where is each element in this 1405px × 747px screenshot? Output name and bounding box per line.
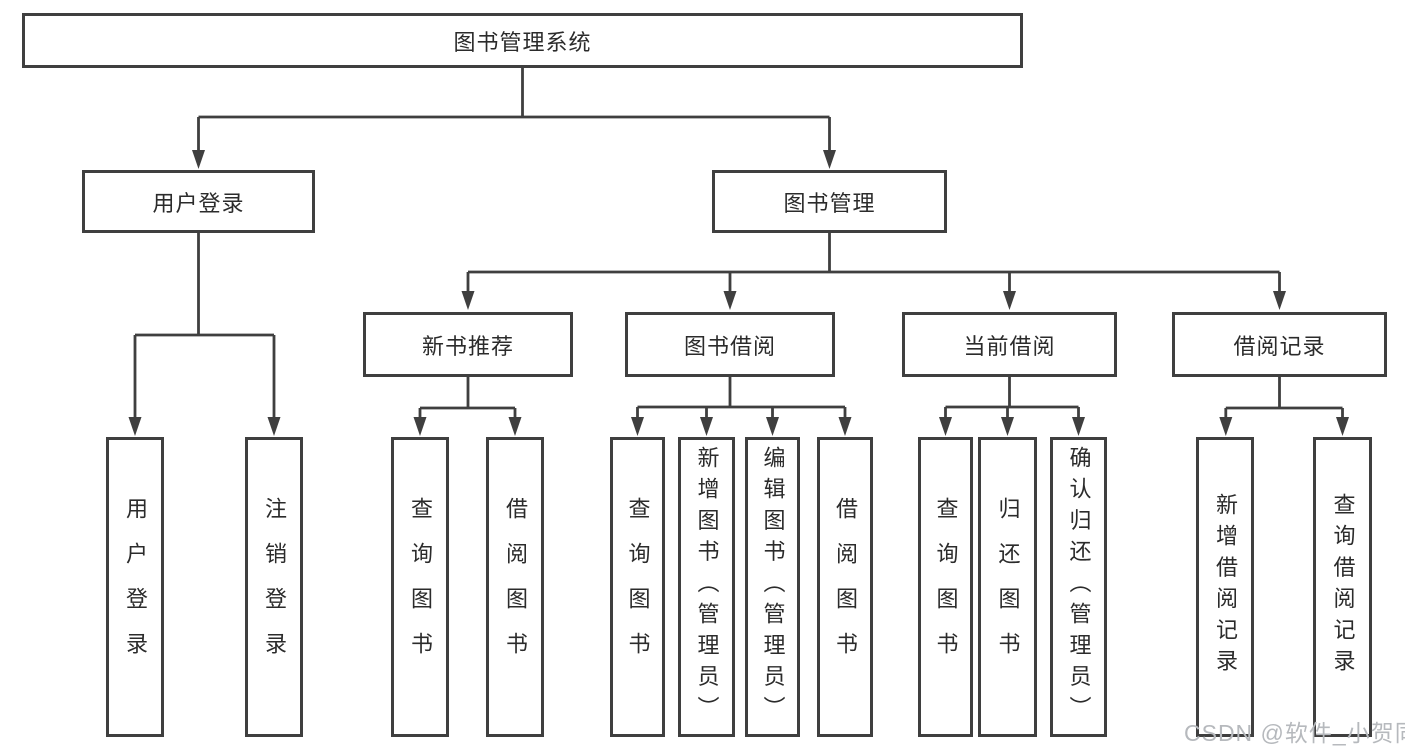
csdn-watermark: CSDN @软件_小贺同学 <box>1184 720 1405 746</box>
leaf-add-books-admin: 新增图书（管理员） <box>678 437 735 737</box>
node-label: 查询借阅记录 <box>1330 493 1356 681</box>
node-label: 图书管理 <box>783 190 876 216</box>
leaf-logout: 注销登录 <box>245 437 303 737</box>
leaf-search-books-borrowing: 查询图书 <box>610 437 665 737</box>
leaf-search-books-current: 查询图书 <box>918 437 973 737</box>
node-label: 归还图书 <box>995 496 1021 678</box>
leaf-borrow-books-recommend: 借阅图书 <box>486 437 544 737</box>
node-library-management-system: 图书管理系统 <box>22 13 1023 68</box>
node-label: 图书管理系统 <box>453 29 592 55</box>
node-label: 借阅图书 <box>833 496 858 678</box>
node-label: 当前借阅 <box>963 333 1056 359</box>
leaf-borrow-books-borrowing: 借阅图书 <box>817 437 873 737</box>
leaf-add-borrow-record: 新增借阅记录 <box>1196 437 1254 737</box>
node-label: 借阅记录 <box>1233 333 1326 359</box>
node-label: 查询图书 <box>625 496 651 678</box>
node-label: 图书借阅 <box>683 333 776 359</box>
leaf-return-books: 归还图书 <box>978 437 1037 737</box>
node-label: 确认归还（管理员） <box>1066 446 1092 728</box>
connector-current-borrow-children <box>944 377 1080 419</box>
leaf-user-login: 用户登录 <box>106 437 164 737</box>
leaf-confirm-return-admin: 确认归还（管理员） <box>1050 437 1107 737</box>
node-label: 新增图书（管理员） <box>694 446 720 728</box>
connector-new-book-children <box>418 377 517 419</box>
node-label: 新增借阅记录 <box>1213 493 1238 681</box>
node-label: 编辑图书（管理员） <box>760 446 786 728</box>
node-label: 注销登录 <box>262 496 287 678</box>
node-borrowing-records: 借阅记录 <box>1172 312 1387 377</box>
node-label: 用户登录 <box>152 190 245 216</box>
node-label: 借阅图书 <box>503 496 528 678</box>
node-book-borrowing: 图书借阅 <box>625 312 835 377</box>
node-label: 查询图书 <box>933 496 959 678</box>
leaf-search-borrow-record: 查询借阅记录 <box>1313 437 1372 737</box>
connector-borrow-record-children <box>1224 377 1344 419</box>
node-label: 用户登录 <box>123 496 148 678</box>
node-user-login: 用户登录 <box>82 170 315 233</box>
node-book-management: 图书管理 <box>712 170 947 233</box>
leaf-edit-books-admin: 编辑图书（管理员） <box>745 437 800 737</box>
connector-book-mgmt-to-level3 <box>466 233 1281 293</box>
connector-book-borrow-children <box>636 377 847 419</box>
node-current-borrowing: 当前借阅 <box>902 312 1117 377</box>
leaf-search-books-recommend: 查询图书 <box>391 437 449 737</box>
arrowheads <box>128 150 1349 436</box>
node-label: 查询图书 <box>408 496 433 678</box>
connector-root-to-level2 <box>197 68 831 152</box>
node-label: 新书推荐 <box>421 333 514 359</box>
node-new-book-recommendation: 新书推荐 <box>363 312 573 377</box>
connector-user-login-children <box>133 233 276 419</box>
